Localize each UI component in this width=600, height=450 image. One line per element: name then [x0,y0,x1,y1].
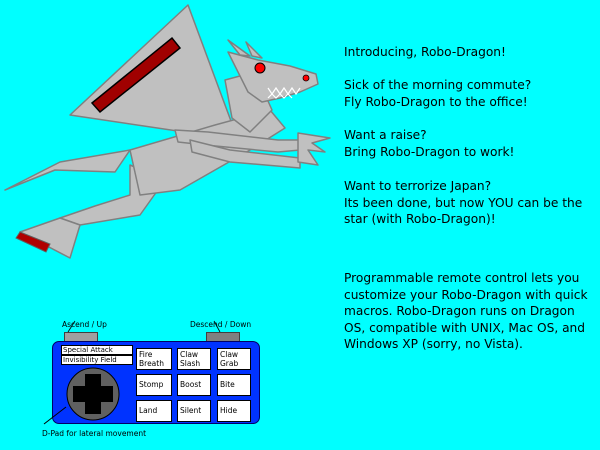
button-label: Land [139,406,158,415]
button-label: Silent [180,406,202,415]
robo-dragon-illustration [4,4,331,259]
dragon-eye-icon [302,74,310,82]
dragon-horn [227,39,251,57]
action-button[interactable]: Claw Grab [217,348,251,370]
action-button[interactable]: Fire Breath [136,348,172,370]
button-label: Bite [220,380,235,389]
special-attack-field[interactable]: Special Attack [61,345,133,355]
wing-slot [90,36,182,114]
dragon-wing [69,4,239,141]
foot-thruster [15,231,51,253]
button-label: Boost [180,380,202,389]
dragon-teeth [267,86,301,96]
action-button[interactable]: Claw Slash [177,348,211,370]
dragon-horn [245,41,263,59]
special-attack-label: Special Attack [63,346,113,354]
action-button[interactable]: Hide [217,400,251,422]
invisibility-field-label: Invisibility Field [63,356,117,364]
remote-controller: Ascend / Up Descend / Down Special Attac… [0,312,270,450]
ad-title: Introducing, Robo-Dragon! [344,45,506,59]
descend-label: Descend / Down [190,320,252,329]
invisibility-field[interactable]: Invisibility Field [61,355,133,365]
action-button[interactable]: Stomp [136,374,172,396]
action-button[interactable]: Land [136,400,172,422]
dpad-label: D-Pad for lateral movement [42,429,147,438]
button-label: Claw Slash [180,350,201,368]
ascend-label: Ascend / Up [62,320,107,329]
action-button[interactable]: Bite [217,374,251,396]
ad-paragraph-commute: Sick of the morning commute? Fly Robo-Dr… [344,78,532,109]
dpad-pointer [43,320,221,425]
dragon-head [227,51,319,103]
button-label: Claw Grab [220,350,239,368]
action-button[interactable]: Boost [177,374,211,396]
ad-paragraph-japan: Want to terrorize Japan? Its been done, … [344,179,583,226]
dragon-claw [297,132,331,166]
dpad[interactable] [63,366,123,422]
button-label: Fire Breath [139,350,164,368]
button-label: Hide [220,406,238,415]
dragon-eye-icon [254,62,266,74]
dragon-foot [19,217,81,259]
action-button[interactable]: Silent [177,400,211,422]
ad-paragraph-raise: Want a raise? Bring Robo-Dragon to work! [344,128,515,159]
button-label: Stomp [139,380,164,389]
dragon-arm [189,139,301,169]
dragon-tail [4,149,131,191]
ad-paragraph-remote: Programmable remote control lets you cus… [344,271,588,351]
dragon-teeth [267,93,293,99]
